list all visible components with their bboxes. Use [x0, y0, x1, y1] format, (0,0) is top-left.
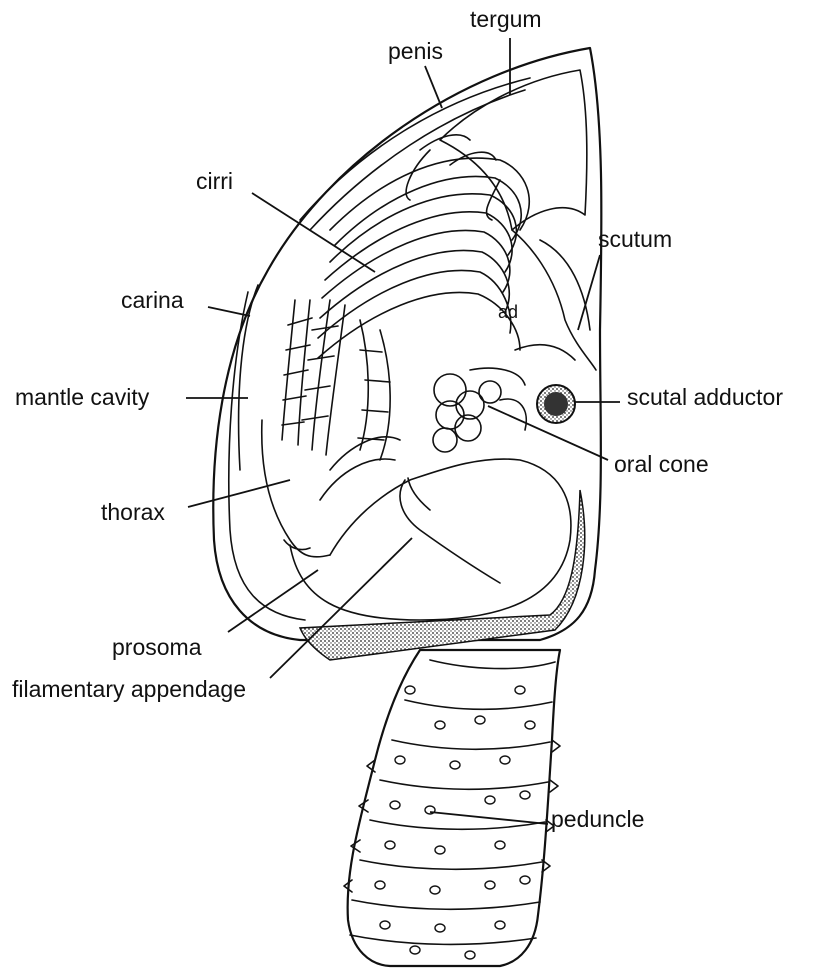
label-carina: carina — [121, 287, 184, 313]
label-peduncle: peduncle — [551, 806, 644, 832]
stippled-rim — [300, 490, 585, 660]
mantle-inner-line — [229, 292, 305, 620]
prosoma-outline — [290, 459, 571, 620]
oral-cone — [433, 368, 525, 452]
label-mantle-cavity: mantle cavity — [15, 384, 150, 410]
label-tergum: tergum — [470, 6, 542, 32]
label-ad: ad — [498, 302, 518, 322]
capitulum — [213, 48, 601, 640]
body — [262, 345, 575, 620]
thorax-outline — [262, 420, 330, 557]
label-penis: penis — [388, 38, 443, 64]
peduncle-outline — [348, 650, 560, 966]
label-scutal-adductor: scutal adductor — [627, 384, 783, 410]
label-filamentary-appendage: filamentary appendage — [12, 676, 246, 702]
shell-outline — [213, 48, 601, 640]
label-oral-cone: oral cone — [614, 451, 709, 477]
label-scutum: scutum — [598, 226, 672, 252]
label-prosoma: prosoma — [112, 634, 202, 660]
peduncle — [344, 650, 560, 966]
label-cirri: cirri — [196, 168, 233, 194]
label-thorax: thorax — [101, 499, 165, 525]
